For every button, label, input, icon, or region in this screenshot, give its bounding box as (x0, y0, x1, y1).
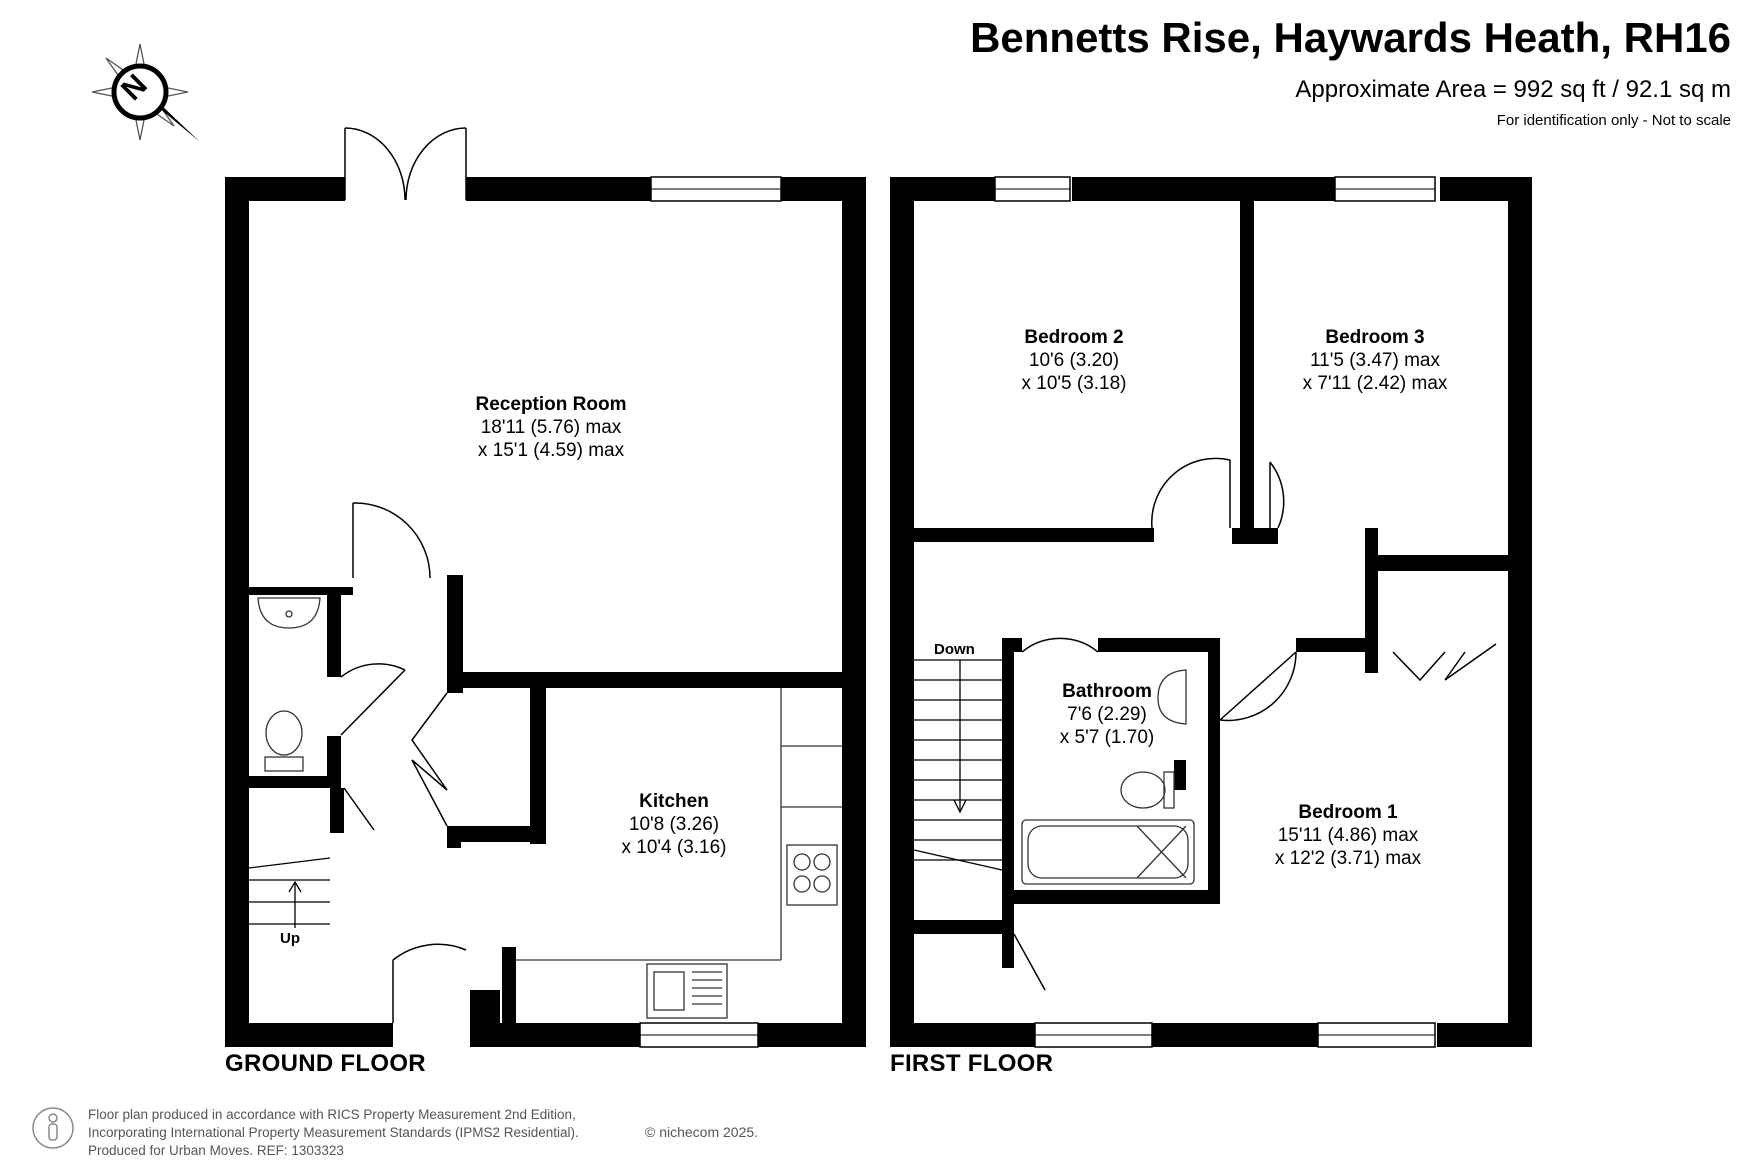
room-name: Bedroom 2 (1024, 327, 1124, 348)
room-dimension: x 10'5 (3.18) (1021, 373, 1127, 394)
windows (639, 176, 1436, 1048)
stairs-up-label: Up (280, 930, 300, 947)
compass-icon (91, 43, 200, 142)
room-dimension: 11'5 (3.47) max (1309, 350, 1441, 371)
room-dimension: 18'11 (5.76) max (480, 417, 622, 438)
ground-stairs (248, 857, 331, 928)
first-floor-walls (890, 177, 1532, 1047)
page-title: Bennetts Rise, Haywards Heath, RH16 (970, 14, 1731, 61)
stairs-down-label: Down (934, 641, 975, 658)
ground-floor-label: GROUND FLOOR (225, 1050, 426, 1077)
room-bedroom-1: Bedroom 1 15'11 (4.86) max x 12'2 (3.71)… (1275, 801, 1421, 870)
first-stairs (913, 659, 1003, 871)
room-name: Bedroom 1 (1298, 802, 1398, 823)
room-dimension: 7'6 (2.29) (1067, 704, 1147, 725)
room-dimension: 10'6 (3.20) (1028, 350, 1120, 371)
footer-line: Incorporating International Property Mea… (88, 1125, 579, 1140)
footer-line: Floor plan produced in accordance with R… (88, 1107, 576, 1122)
room-dimension: x 10'4 (3.16) (621, 837, 727, 858)
window-lines (640, 188, 1435, 1036)
room-dimension: x 15'1 (4.59) max (477, 440, 625, 461)
room-name: Reception Room (475, 394, 627, 415)
room-bedroom-2: Bedroom 2 10'6 (3.20) x 10'5 (3.18) (1021, 326, 1126, 395)
room-kitchen: Kitchen 10'8 (3.26) x 10'4 (3.16) (621, 790, 726, 859)
footer-text: Floor plan produced in accordance with R… (88, 1106, 579, 1160)
room-dimension: 10'8 (3.26) (628, 814, 720, 835)
scale-note: For identification only - Not to scale (1496, 112, 1731, 129)
room-dimension: x 12'2 (3.71) max (1274, 848, 1422, 869)
room-name: Bedroom 3 (1325, 327, 1425, 348)
room-dimension: x 5'7 (1.70) (1059, 727, 1155, 748)
doors (340, 127, 1497, 1023)
room-bathroom: Bathroom 7'6 (2.29) x 5'7 (1.70) (1060, 680, 1154, 749)
approximate-area: Approximate Area = 992 sq ft / 92.1 sq m (1295, 76, 1731, 103)
room-name: Kitchen (639, 791, 709, 812)
ground-floor-walls (225, 177, 866, 1047)
footer-line: Produced for Urban Moves. REF: 1303323 (88, 1143, 344, 1158)
room-dimension: 15'11 (4.86) max (1277, 825, 1419, 846)
room-bedroom-3: Bedroom 3 11'5 (3.47) max x 7'11 (2.42) … (1303, 326, 1448, 395)
footer-person-icon (32, 1107, 74, 1149)
room-name: Bathroom (1062, 681, 1152, 702)
first-floor-label: FIRST FLOOR (890, 1050, 1054, 1077)
copyright-text: © nichecom 2025. (645, 1124, 759, 1140)
room-reception: Reception Room 18'11 (5.76) max x 15'1 (… (476, 393, 627, 462)
kitchen-fixtures (257, 597, 1195, 1019)
room-dimension: x 7'11 (2.42) max (1302, 373, 1448, 394)
